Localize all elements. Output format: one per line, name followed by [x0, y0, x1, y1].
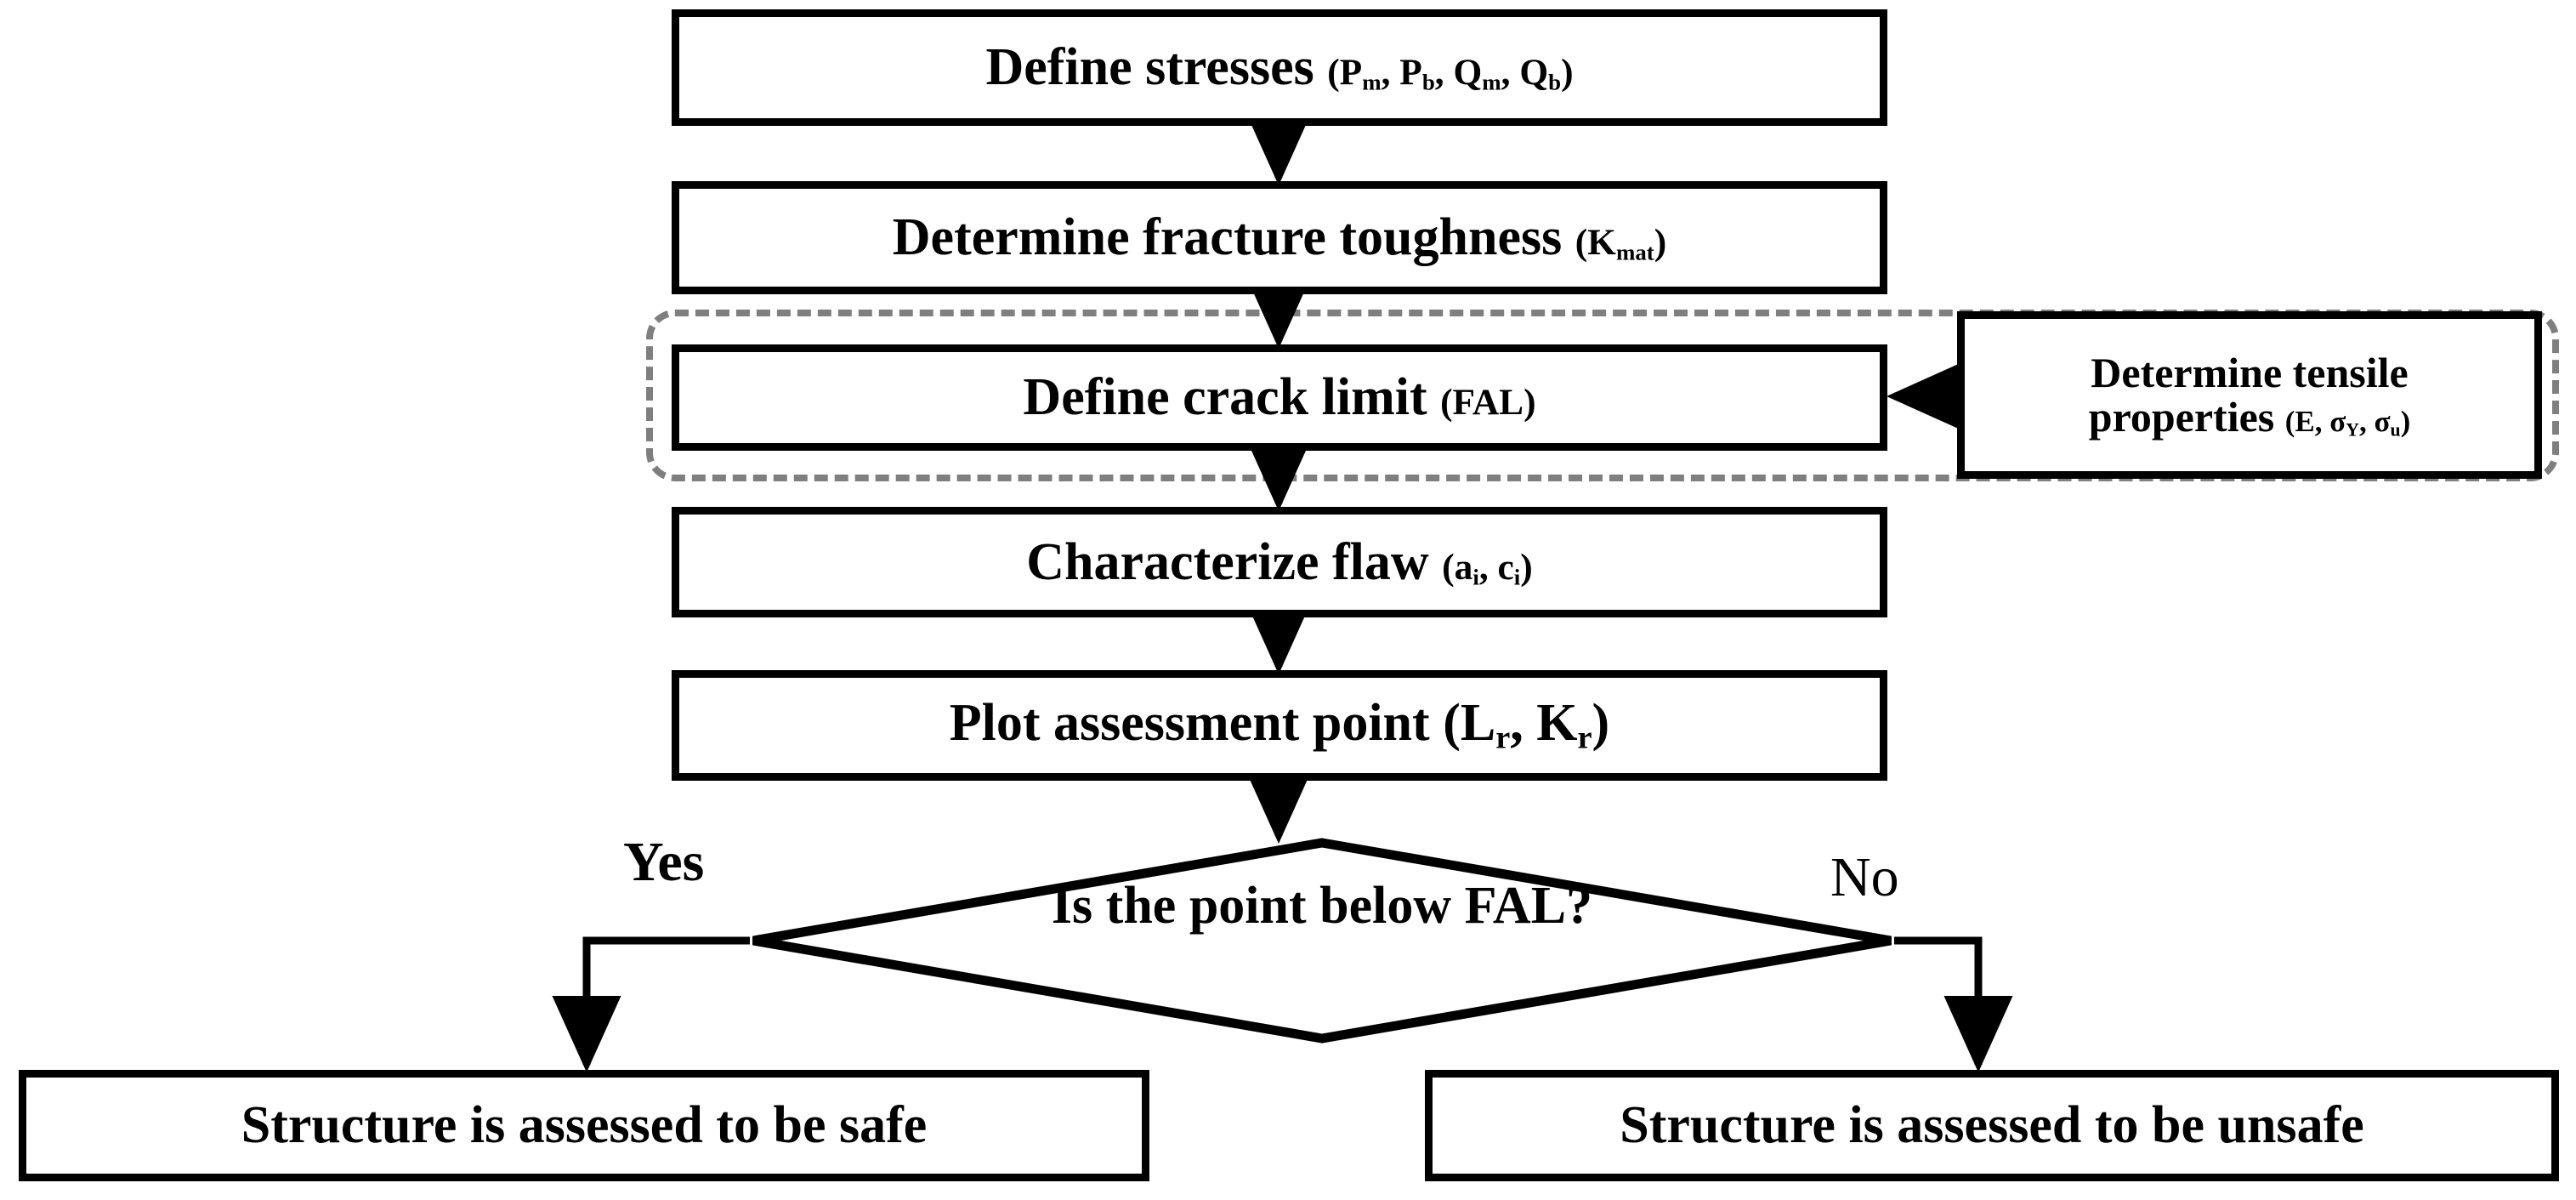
node-plot-assessment-point[interactable]: Plot assessment point (Lr, Kr): [672, 670, 1887, 781]
node-fracture-toughness-text: Determine fracture toughness (Kmat): [892, 208, 1667, 267]
node-define-stresses[interactable]: Define stresses (Pm, Pb, Qm, Qb): [672, 9, 1887, 126]
branch-label-no: No: [1830, 846, 1899, 908]
node-outcome-safe-text: Structure is assessed to be safe: [241, 1096, 928, 1155]
node-decision-is-point-below-fal[interactable]: [748, 838, 1896, 1044]
arrow-yes-branch: [552, 936, 750, 1072]
node-plot-point-text: Plot assessment point (Lr, Kr): [949, 693, 1610, 756]
node-determine-tensile-properties[interactable]: Determine tensile properties (E, σY, σu): [1957, 311, 2542, 479]
node-characterize-flaw-text: Characterize flaw (ai, ci): [1026, 532, 1533, 591]
node-outcome-safe[interactable]: Structure is assessed to be safe: [19, 1070, 1149, 1181]
node-outcome-unsafe-text: Structure is assessed to be unsafe: [1620, 1096, 2364, 1155]
node-define-stresses-text: Define stresses (Pm, Pb, Qm, Qb): [985, 38, 1574, 97]
node-crack-limit-text: Define crack limit (FAL): [1023, 368, 1536, 427]
node-determine-fracture-toughness[interactable]: Determine fracture toughness (Kmat): [672, 181, 1887, 294]
node-define-crack-limit[interactable]: Define crack limit (FAL): [672, 344, 1887, 451]
dashed-group-region: [646, 310, 2559, 481]
node-tensile-line2: properties (E, σY, σu): [2088, 393, 2411, 441]
decision-label-text: Is the point below FAL?: [1051, 877, 1593, 935]
branch-label-yes: Yes: [623, 831, 705, 893]
node-characterize-flaw[interactable]: Characterize flaw (ai, ci): [672, 507, 1887, 617]
decision-diamond-shape: [752, 838, 1892, 1044]
arrow-no-branch: [1894, 936, 2013, 1072]
node-tensile-line1: Determine tensile: [2091, 349, 2409, 396]
node-outcome-unsafe[interactable]: Structure is assessed to be unsafe: [1425, 1070, 2559, 1181]
